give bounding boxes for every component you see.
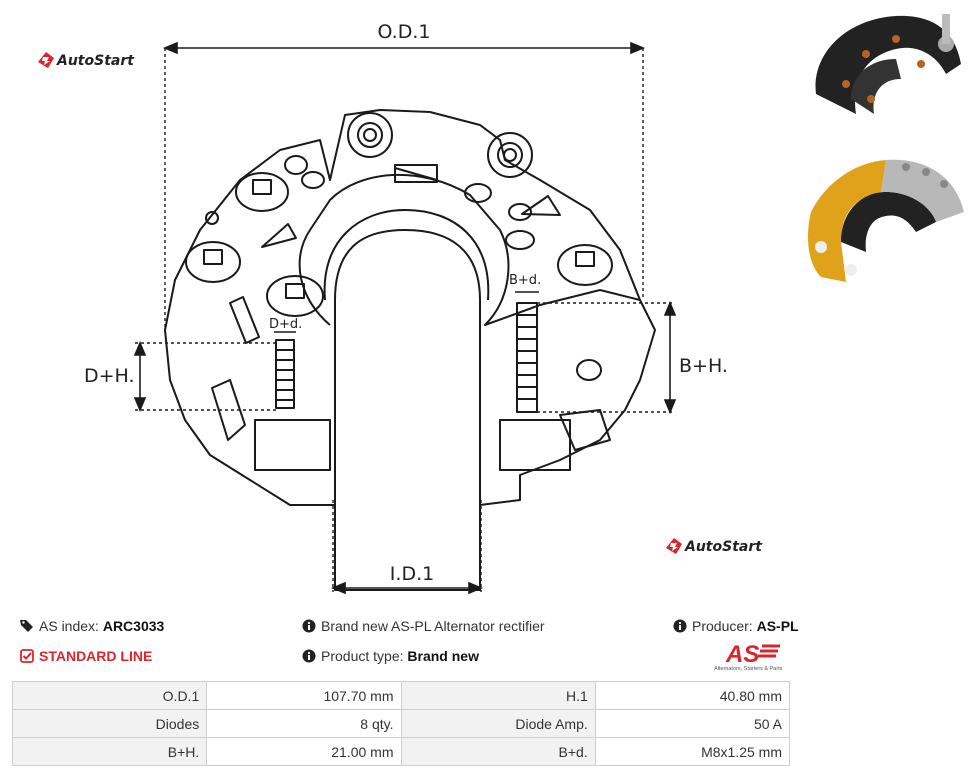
- table-row: O.D.1 107.70 mm H.1 40.80 mm: [11, 681, 791, 710]
- spec-value: M8x1.25 mm: [594, 737, 791, 766]
- autostart-logo-icon: [38, 52, 54, 68]
- check-square-icon: [20, 649, 34, 663]
- autostart-logo-icon: [666, 538, 682, 554]
- brand-name: AutoStart: [685, 539, 762, 555]
- spec-value: 8 qty.: [206, 709, 402, 738]
- product-type: Product type: Brand new: [302, 648, 479, 664]
- dim-dh-label: D+H.: [84, 365, 135, 387]
- dim-bh-label: B+H.: [679, 355, 728, 377]
- as-pl-logo[interactable]: AS Alternators, Starters & Parts: [714, 640, 792, 672]
- dim-id-label: I.D.1: [390, 563, 434, 585]
- autostart-logo-top: AutoStart: [38, 52, 134, 69]
- product-photo-1[interactable]: [806, 4, 968, 144]
- dim-od-label: O.D.1: [378, 21, 431, 43]
- spec-key: Diodes: [11, 709, 208, 738]
- description-text: Brand new AS-PL Alternator rectifier: [321, 618, 545, 634]
- as-index: AS index: ARC3033: [20, 618, 164, 634]
- product-type-label: Product type:: [321, 648, 404, 664]
- spec-key: Diode Amp.: [400, 709, 596, 738]
- producer-value[interactable]: AS-PL: [756, 618, 799, 634]
- producer-label: Producer:: [692, 618, 753, 634]
- rectifier-technical-drawing: O.D.1 I.D.1 B+H. D+H. B+d. D+d.: [84, 21, 728, 595]
- brand-name: AutoStart: [57, 53, 134, 69]
- as-index-value[interactable]: ARC3033: [102, 618, 165, 634]
- spec-key: O.D.1: [11, 681, 208, 710]
- info-circle-icon: [673, 619, 687, 633]
- as-index-label: AS index:: [39, 618, 99, 634]
- info-circle-icon: [302, 649, 316, 663]
- spec-key: B+d.: [400, 737, 596, 766]
- autostart-logo-bottom: AutoStart: [666, 538, 762, 555]
- dim-bd-label: B+d.: [509, 273, 541, 288]
- info-circle-icon: [302, 619, 316, 633]
- spec-key: B+H.: [11, 737, 208, 766]
- spec-value: 40.80 mm: [594, 681, 791, 710]
- spec-value: 50 A: [594, 709, 791, 738]
- spec-key: H.1: [400, 681, 596, 710]
- standard-line-badge: STANDARD LINE: [20, 648, 152, 664]
- table-row: B+H. 21.00 mm B+d. M8x1.25 mm: [11, 737, 791, 766]
- table-row: Diodes 8 qty. Diode Amp. 50 A: [11, 709, 791, 738]
- inner-hole-outline: [334, 229, 481, 590]
- as-logo-text: AS: [725, 641, 759, 668]
- product-photo-2[interactable]: [806, 152, 968, 292]
- rectifier-body-outline: [164, 109, 656, 591]
- product-type-value: Brand new: [407, 648, 479, 664]
- as-logo-tagline: Alternators, Starters & Parts: [714, 666, 783, 672]
- spec-value: 21.00 mm: [206, 737, 402, 766]
- tags-icon: [20, 620, 33, 632]
- dim-dd-label: D+d.: [269, 317, 302, 332]
- description: Brand new AS-PL Alternator rectifier: [302, 618, 545, 634]
- producer: Producer: AS-PL: [673, 618, 799, 634]
- standard-line-label: STANDARD LINE: [39, 648, 153, 664]
- specs-table: O.D.1 107.70 mm H.1 40.80 mm Diodes 8 qt…: [11, 681, 791, 766]
- spec-value: 107.70 mm: [206, 681, 402, 710]
